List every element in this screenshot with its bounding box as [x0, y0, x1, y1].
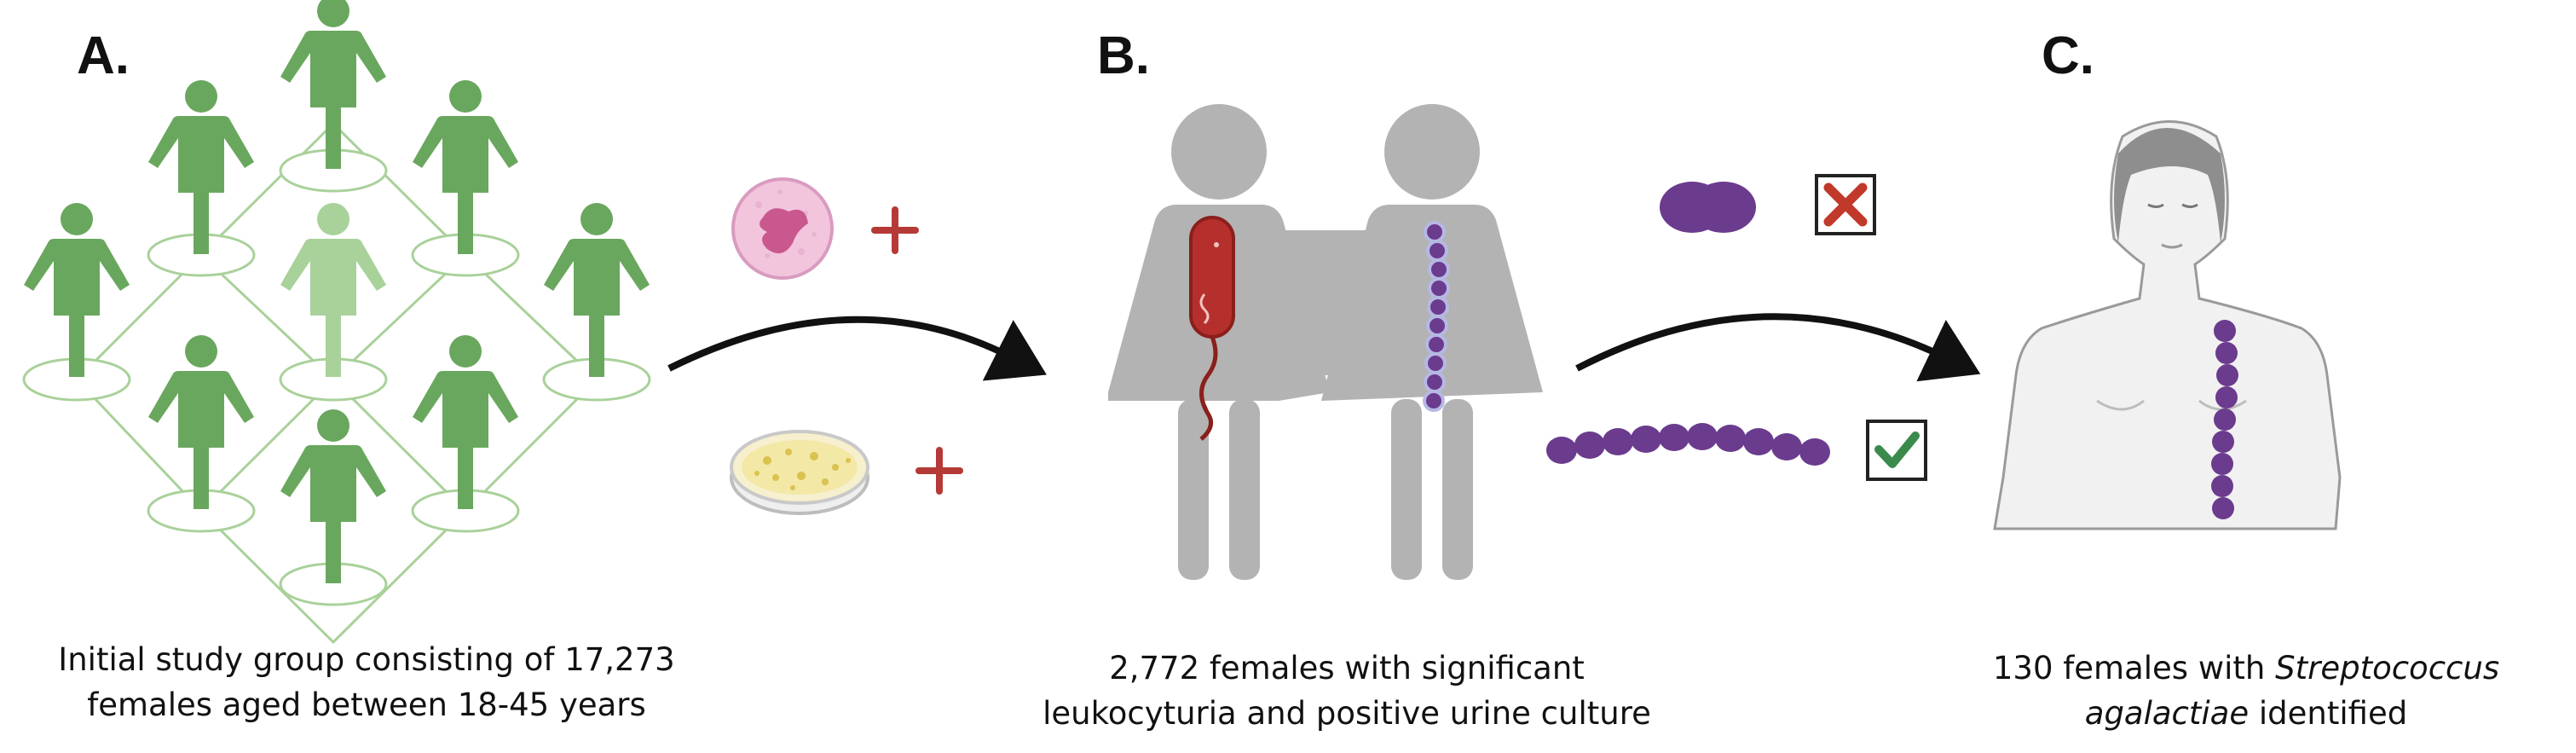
person-icon	[148, 80, 254, 254]
female-patient-figure	[1993, 120, 2342, 530]
panel-label-c: C.	[2042, 26, 2094, 85]
streptococcus-chain-in-female	[1423, 221, 1450, 412]
caption-c-line-1: 130 females with Streptococcus	[1926, 646, 2566, 692]
streptococcus-chain-icon	[1546, 423, 1830, 466]
person-figures	[24, 0, 650, 583]
arrow-b-to-c	[1575, 313, 1981, 382]
person-icon	[544, 203, 650, 377]
female-figure-left	[1108, 104, 1330, 580]
person-icon	[413, 80, 518, 254]
diplococcus-icon	[1660, 182, 1756, 233]
rod-bacterium-icon	[1189, 216, 1235, 441]
caption-c-plain: 130 females with	[1992, 650, 2276, 686]
caption-c-species: agalactiae	[2084, 694, 2250, 732]
arrow-a-to-b	[667, 316, 1047, 381]
population-network	[22, 0, 651, 645]
person-icon	[24, 203, 130, 377]
person-icon	[280, 203, 386, 377]
leukocyte-icon	[731, 177, 834, 280]
network-ellipses	[22, 148, 651, 606]
plus-sign-icon	[915, 447, 963, 495]
plus-sign-icon	[871, 206, 919, 254]
person-icon	[413, 335, 518, 509]
caption-a-line-1: Initial study group consisting of 17,273	[58, 641, 675, 678]
holding-hands	[1279, 230, 1374, 375]
caption-c-genus: Streptococcus	[2275, 650, 2500, 686]
caption-b: 2,772 females with significant leukocytu…	[972, 646, 1722, 736]
caption-a-line-2: females aged between 18-45 years	[87, 686, 646, 723]
culture-plate-icon	[730, 430, 869, 515]
panel-label-a: A.	[77, 26, 130, 85]
caption-c-line-2: agalactiae identified	[1926, 692, 2566, 737]
person-icon	[280, 409, 386, 583]
caption-c-identified: identified	[2249, 694, 2408, 732]
person-icon	[148, 335, 254, 509]
caption-b-line-1: 2,772 females with significant	[1109, 650, 1585, 686]
check-mark-icon	[1866, 420, 1927, 481]
caption-a: Initial study group consisting of 17,273…	[0, 638, 733, 727]
caption-c: 130 females with Streptococcus agalactia…	[1926, 646, 2566, 736]
person-icon	[280, 0, 386, 169]
streptococcus-chain-in-patient	[2211, 320, 2238, 519]
cross-mark-icon	[1815, 174, 1876, 235]
panel-label-b: B.	[1097, 26, 1150, 85]
caption-b-line-2: leukocyturia and positive urine culture	[1043, 694, 1651, 732]
